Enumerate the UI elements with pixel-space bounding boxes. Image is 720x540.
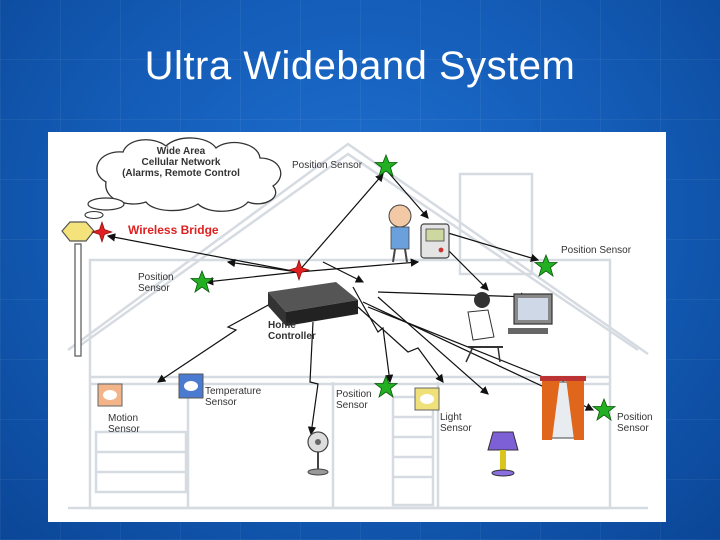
lamp (487, 431, 519, 477)
light-sensor-label: Light Sensor (440, 412, 472, 434)
motion-sensor-device (97, 383, 123, 407)
position-sensor-stars (189, 153, 617, 421)
bridge-stars (91, 221, 310, 281)
uwb-system-diagram: Wide Area Cellular Network (Alarms, Remo… (48, 132, 666, 522)
house-diagram-svg (61, 137, 649, 510)
person-at-computer (465, 292, 503, 363)
position-sensor-label-upper-right: Position Sensor (561, 245, 632, 256)
house-outline (67, 142, 649, 510)
position-sensor-label-left: Position Sensor (138, 272, 174, 294)
game-device (420, 223, 450, 259)
motion-sensor-label: Motion Sensor (108, 413, 140, 435)
position-sensor-label-top: Position Sensor (292, 160, 363, 171)
curtained-window (540, 376, 586, 440)
temperature-sensor-device (178, 373, 204, 399)
position-sensor-label-lower-right: Position Sensor (617, 412, 653, 434)
cloud-label: Wide Area Cellular Network (Alarms, Remo… (122, 146, 240, 179)
position-sensor-label-center: Position Sensor (336, 389, 372, 411)
cellular-network-cloud (84, 137, 282, 220)
wireless-bridge-device (61, 221, 95, 357)
home-controller-label: Home Controller (268, 320, 316, 342)
child-figure (388, 204, 412, 263)
slide-title: Ultra Wideband System (144, 44, 576, 88)
desktop-computer (508, 293, 553, 334)
fan (307, 431, 329, 476)
temperature-sensor-label: Temperature Sensor (205, 386, 262, 408)
home-controller-device (268, 282, 358, 326)
wireless-bridge-label: Wireless Bridge (128, 223, 219, 237)
light-sensor-device (414, 387, 440, 411)
